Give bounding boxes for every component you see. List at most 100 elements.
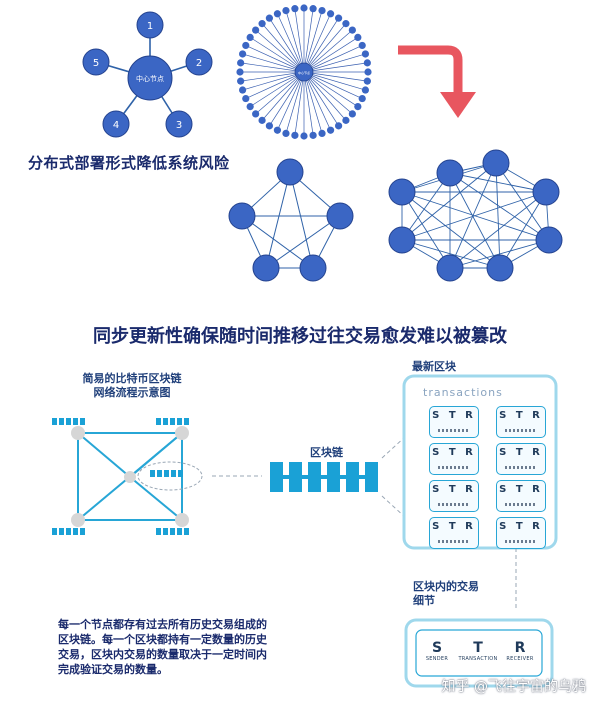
- blockchain-label: 区块链: [310, 446, 343, 459]
- hub-spoke: [261, 71, 305, 121]
- hub-spoke: [245, 71, 305, 99]
- hub-spoke: [303, 71, 314, 136]
- hub-ring-node: [291, 131, 299, 139]
- star-center-label: 中心节点: [136, 74, 164, 83]
- hub-ring-node: [252, 26, 260, 34]
- chain-block: [289, 462, 302, 492]
- receiver-caption: RECEIVER: [506, 656, 534, 662]
- sender-letter: S: [431, 640, 443, 656]
- hub-spoke: [303, 71, 359, 107]
- hub-ring-node: [237, 59, 245, 67]
- octagon-node: [535, 226, 563, 254]
- transition-arrow-icon: [398, 45, 476, 118]
- hub-ring-node: [273, 126, 282, 134]
- mini-block: [184, 418, 189, 425]
- pentagon-node: [252, 254, 280, 282]
- mini-block: [170, 418, 175, 425]
- transaction-card-dots: [505, 466, 537, 469]
- mini-block: [163, 418, 168, 425]
- chain-link: [283, 475, 289, 479]
- octagon-node: [532, 178, 560, 206]
- hub-spoke: [249, 71, 305, 107]
- hub-spoke: [245, 45, 305, 73]
- octagon-mesh-topology: [388, 149, 563, 282]
- hub-spoke: [303, 71, 368, 82]
- transaction-card-letters: S T R: [499, 484, 543, 495]
- star-center-node: [127, 55, 173, 101]
- transaction-card-dots: [438, 429, 470, 432]
- hub-spoke: [303, 71, 331, 131]
- distributed-title: 分布式部署形式降低系统风险: [28, 154, 230, 172]
- mini-block: [156, 418, 161, 425]
- detail-label-line1: 区块内的交易: [413, 580, 479, 593]
- hub-spoke: [294, 8, 305, 73]
- pentagon-node: [228, 202, 256, 230]
- octagon-edge: [401, 191, 451, 269]
- mini-block: [52, 418, 57, 425]
- hub-ring-node: [265, 14, 273, 22]
- hub-ring-node: [342, 20, 350, 28]
- latest-block-pointer: [381, 495, 407, 519]
- chain-block: [365, 462, 378, 492]
- hub-ring-node: [238, 86, 247, 94]
- transaction-card-letters: S T R: [499, 410, 543, 421]
- hub-ring-node: [309, 5, 317, 13]
- hub-spoke: [255, 29, 305, 73]
- mini-block: [157, 470, 162, 477]
- sync-title: 同步更新性确保随时间推移过往交易愈发难以被篡改: [93, 326, 507, 347]
- description-line: 交易，区块内交易的数量取决于一定时间内: [58, 648, 267, 661]
- hub-spoke: [294, 71, 305, 136]
- detail-receiver: R RECEIVER: [490, 640, 550, 662]
- transaction-card-letters: S T R: [432, 447, 476, 458]
- hub-ring-node: [354, 33, 362, 41]
- hub-ring-node: [342, 116, 350, 124]
- detail-sender: S SENDER: [407, 640, 467, 662]
- chain-link: [359, 475, 365, 479]
- star-node-5: [82, 48, 110, 76]
- transaction-card-dots: [438, 503, 470, 506]
- hub-ring-node: [246, 33, 254, 41]
- transaction-card-dots: [438, 540, 470, 543]
- hub-ring-node: [363, 77, 371, 85]
- star-node-1: [136, 11, 164, 39]
- octagon-node: [388, 226, 416, 254]
- description-line: 每一个节点都存有过去所有历史交易组成的: [58, 618, 267, 631]
- hub-ring-node: [326, 126, 335, 134]
- transaction-card-dots: [505, 429, 537, 432]
- transaction-letter: T: [473, 640, 483, 656]
- hub-ring-node: [236, 68, 244, 76]
- hub-ring-node: [282, 6, 290, 15]
- hub-spoke: [303, 45, 363, 73]
- mini-block: [178, 470, 183, 477]
- network-node-dot: [71, 426, 85, 440]
- hub-ring-node: [309, 131, 317, 139]
- octagon-node: [388, 178, 416, 206]
- pentagon-node: [299, 254, 327, 282]
- mini-block: [59, 528, 64, 535]
- mini-block: [164, 470, 169, 477]
- hub-ring-node: [246, 103, 254, 111]
- transactions-title: transactions: [423, 386, 503, 399]
- transaction-card: S T R: [429, 443, 479, 475]
- octagon-node: [436, 254, 464, 282]
- star-node-3: [165, 110, 193, 138]
- hub-spoke: [242, 71, 305, 91]
- hub-spoke: [303, 29, 353, 73]
- description-line: 完成验证交易的数量。: [58, 663, 168, 676]
- chain-block: [270, 462, 283, 492]
- transaction-card: S T R: [429, 517, 479, 549]
- hub-spoke: [285, 10, 305, 73]
- bitcoin-flow-label: 简易的比特币区块链 网络流程示意图: [62, 372, 202, 400]
- octagon-edge: [499, 191, 547, 269]
- octagon-edge: [449, 172, 547, 193]
- octagon-edge: [401, 191, 501, 269]
- octagon-edge: [401, 239, 501, 269]
- hub-ring-node: [252, 110, 260, 118]
- octagon-node: [436, 159, 464, 187]
- star-node-3-label: 3: [176, 120, 182, 131]
- hub-ring-node: [258, 116, 266, 124]
- pentagon-node: [326, 202, 354, 230]
- star-node-1-label: 1: [147, 21, 153, 32]
- hub-spoke: [303, 8, 314, 73]
- transaction-card-letters: S T R: [432, 484, 476, 495]
